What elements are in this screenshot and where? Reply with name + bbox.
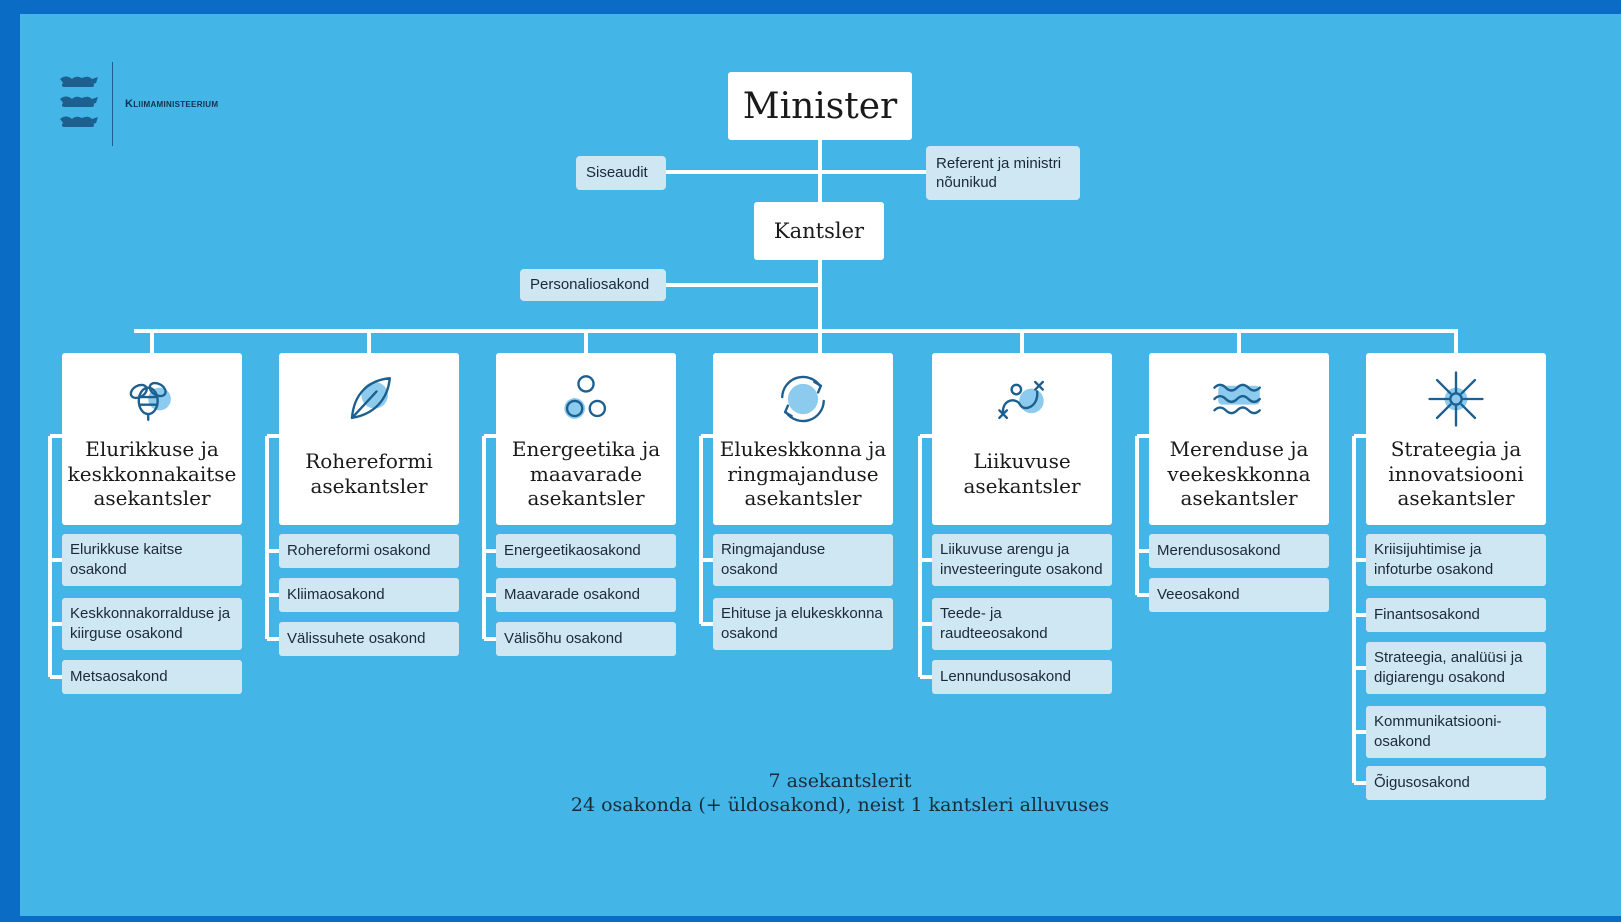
deputy-title: Elurikkuse ja keskkonnakaitse asekantsle…	[67, 437, 237, 511]
logo-divider	[112, 62, 113, 146]
bee-icon	[129, 381, 171, 421]
deputy-box-7: Strateegia ja innovatsiooni asekantsler	[1366, 353, 1546, 525]
deputy-title: Elukeskkonna ja ringmajanduse asekantsle…	[719, 437, 887, 511]
department-box: Ehituse ja elukeskkonna osakond	[713, 598, 893, 650]
department-box: Välissuhete osakond	[279, 622, 459, 656]
deputy-box-5: Liikuvuse asekantsler	[932, 353, 1112, 525]
deputy-box-6: Merenduse ja veekeskkonna asekantsler	[1149, 353, 1329, 525]
deputy-box-3: Energeetika ja maavarade asekantsler	[496, 353, 676, 525]
department-box: Kriisijuhtimise ja infoturbe osakond	[1366, 534, 1546, 586]
department-box: Finantsosakond	[1366, 598, 1546, 632]
star-burst-icon	[1428, 371, 1484, 427]
org-chart-canvas: Kliimaministeerium Minister Siseaudit Re…	[20, 14, 1621, 916]
department-box: Metsaosakond	[62, 660, 242, 694]
personaliosakond-box: Personaliosakond	[520, 269, 666, 301]
department-box: Veeosakond	[1149, 578, 1329, 612]
referent-box: Referent ja ministri nõunikud	[926, 146, 1080, 200]
kantsler-box: Kantsler	[754, 202, 884, 260]
deputy-box-4: Elukeskkonna ja ringmajanduse asekantsle…	[713, 353, 893, 525]
ministry-name: Kliimaministeerium	[125, 98, 219, 110]
circles-icon	[564, 375, 607, 419]
deputy-box-1: Elurikkuse ja keskkonnakaitse asekantsle…	[62, 353, 242, 525]
siseaudit-box: Siseaudit	[576, 156, 666, 190]
ministry-logo: Kliimaministeerium	[56, 62, 218, 146]
department-box: Rohereformi osakond	[279, 534, 459, 568]
recycle-loop-icon	[781, 375, 825, 423]
deputy-title: Energeetika ja maavarade asekantsler	[511, 437, 661, 511]
deputy-title: Strateegia ja innovatsiooni asekantsler	[1388, 437, 1524, 511]
route-icon	[998, 380, 1044, 420]
leaf-icon	[350, 377, 391, 420]
department-box: Ringmajanduse osakond	[713, 534, 893, 586]
deputy-title: Rohereformi asekantsler	[305, 449, 433, 498]
department-box: Merendusosakond	[1149, 534, 1329, 568]
department-box: Liikuvuse arengu ja investeeringute osak…	[932, 534, 1112, 586]
department-box: Kommunikatsiooni-osakond	[1366, 706, 1546, 758]
minister-box: Minister	[728, 72, 912, 140]
department-box: Strateegia, analüüsi ja digiarengu osako…	[1366, 642, 1546, 694]
deputy-title: Liikuvuse asekantsler	[963, 449, 1081, 498]
waves-icon	[1213, 383, 1261, 415]
summary-departments: 24 osakonda (+ üldosakond), neist 1 kant…	[570, 794, 1110, 816]
department-box: Õigusosakond	[1366, 766, 1546, 800]
department-box: Kliimaosakond	[279, 578, 459, 612]
deputy-title: Merenduse ja veekeskkonna asekantsler	[1167, 437, 1311, 511]
three-lions-crest-icon	[60, 76, 98, 127]
department-box: Välisõhu osakond	[496, 622, 676, 656]
deputy-box-2: Rohereformi asekantsler	[279, 353, 459, 525]
connector-lines	[48, 140, 1458, 785]
summary-deputies: 7 asekantslerit	[768, 770, 912, 792]
department-box: Maavarade osakond	[496, 578, 676, 612]
department-box: Energeetikaosakond	[496, 534, 676, 568]
department-box: Lennundusosakond	[932, 660, 1112, 694]
department-box: Keskkonnakorralduse ja kiirguse osakond	[62, 598, 242, 650]
department-box: Elurikkuse kaitse osakond	[62, 534, 242, 586]
department-box: Teede- ja raudteeosakond	[932, 598, 1112, 650]
